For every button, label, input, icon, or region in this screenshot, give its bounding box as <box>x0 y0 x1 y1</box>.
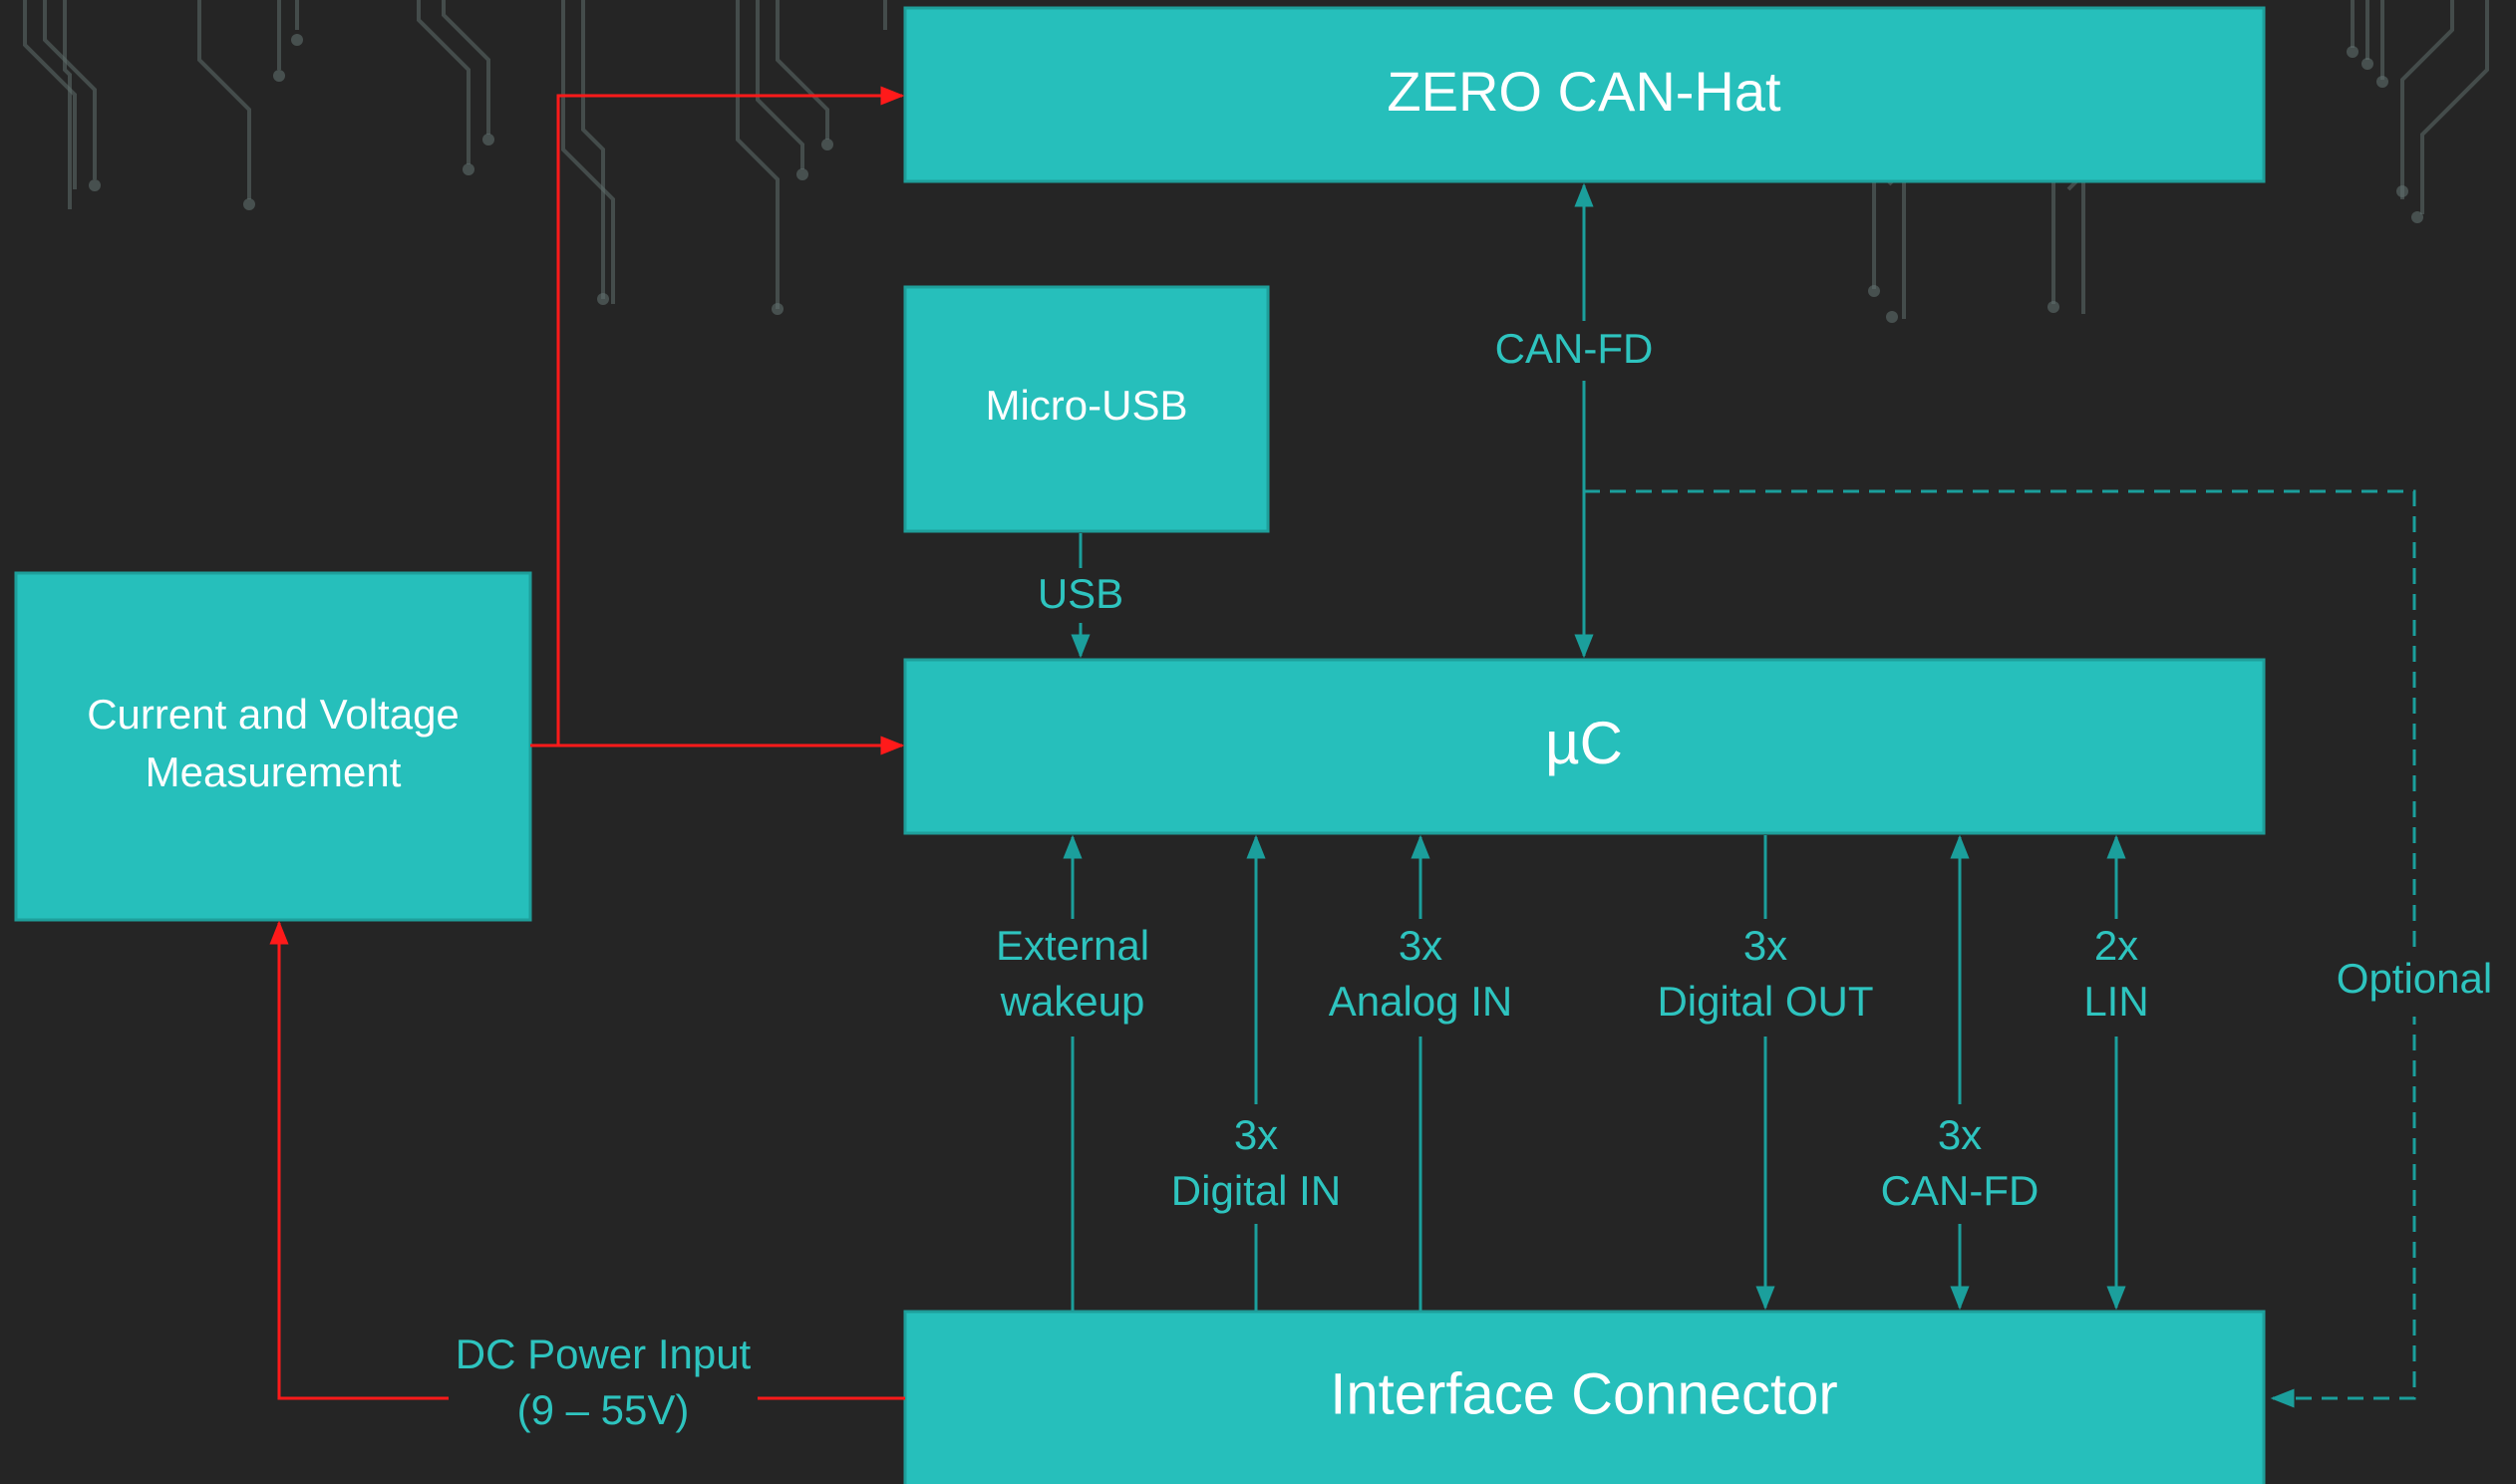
circuit-decoration <box>23 0 2489 323</box>
digital-in-label-line1: 3x <box>1234 1111 1278 1158</box>
interface-connector-label: Interface Connector <box>1330 1361 1837 1426</box>
digital-out-label-line1: 3x <box>1743 922 1787 969</box>
lin-label-line1: 2x <box>2094 922 2138 969</box>
current-voltage-label-line2: Measurement <box>146 748 402 795</box>
digital-out-label-line2: Digital OUT <box>1657 978 1873 1025</box>
micro-usb-box: Micro-USB <box>903 285 1270 533</box>
zero-can-hat-box: ZERO CAN-Hat <box>903 6 2266 183</box>
can-fd-top-label: CAN-FD <box>1495 325 1654 372</box>
uc-label: µC <box>1545 710 1623 776</box>
usb-label: USB <box>1038 570 1123 617</box>
analog-in-label-line2: Analog IN <box>1329 978 1512 1025</box>
optional-label: Optional <box>2337 955 2492 1002</box>
current-voltage-label-line1: Current and Voltage <box>87 691 460 738</box>
uc-box: µC <box>903 658 2266 835</box>
power-connections: DC Power Input (9 – 55V) <box>269 86 905 1433</box>
can-fd-bottom-label-line1: 3x <box>1938 1111 1982 1158</box>
optional-dashed-line <box>1584 489 2416 1408</box>
current-voltage-box: Current and Voltage Measurement <box>14 571 532 922</box>
digital-in-label-line2: Digital IN <box>1171 1167 1341 1214</box>
micro-usb-label: Micro-USB <box>985 382 1187 429</box>
zero-can-hat-label: ZERO CAN-Hat <box>1387 60 1781 123</box>
external-wakeup-label-line2: wakeup <box>1000 978 1145 1025</box>
dc-power-input-line-left <box>269 920 449 1400</box>
dc-power-label-line2: (9 – 55V) <box>517 1386 690 1433</box>
interface-connector-box: Interface Connector <box>903 1310 2266 1484</box>
lin-label-line2: LIN <box>2083 978 2148 1025</box>
dc-power-label-line1: DC Power Input <box>456 1331 752 1377</box>
can-fd-bottom-label-line2: CAN-FD <box>1881 1167 2040 1214</box>
power-to-zero-can-hat-line <box>530 86 905 747</box>
analog-in-label-line1: 3x <box>1399 922 1442 969</box>
external-wakeup-label-line1: External <box>996 922 1149 969</box>
signal-connections: CAN-FD Optional USB External wakeup 3x D… <box>996 182 2502 1408</box>
